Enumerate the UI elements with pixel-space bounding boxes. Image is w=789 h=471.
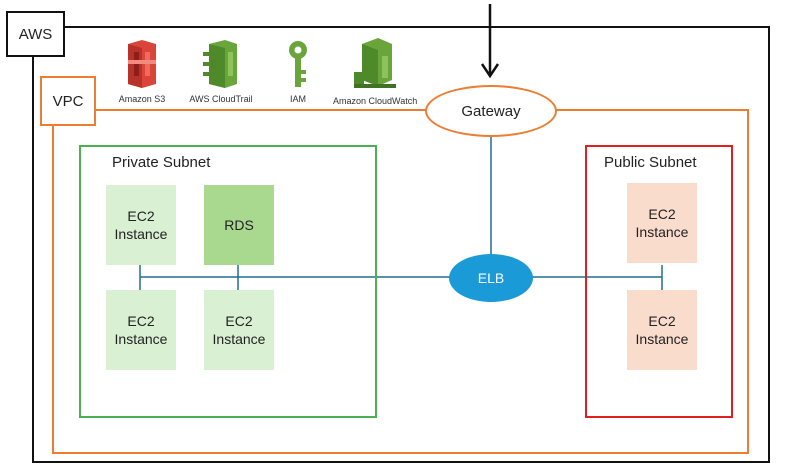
node-line2: Instance (212, 331, 266, 347)
node-line1: EC2 (648, 313, 676, 329)
service-label: AWS CloudTrail (189, 94, 253, 104)
aws-boundary (32, 26, 770, 463)
ec2-instance-node: EC2 Instance (627, 183, 697, 263)
service-cloudtrail: AWS CloudTrail (185, 38, 257, 108)
node-line2: Instance (635, 224, 689, 240)
amazon-cloudwatch-icon (354, 38, 396, 88)
node-line2: Instance (114, 331, 168, 347)
vpc-label-box: VPC (40, 76, 96, 126)
ec2-instance-node: EC2 Instance (106, 185, 176, 265)
public-subnet-title: Public Subnet (604, 154, 697, 171)
ec2-instance-node: EC2 Instance (106, 290, 176, 370)
private-subnet-title: Private Subnet (112, 154, 211, 171)
gateway-label: Gateway (461, 102, 521, 120)
service-s3: Amazon S3 (112, 38, 172, 108)
node-line1: EC2 (648, 206, 676, 222)
service-label: Amazon CloudWatch (333, 96, 418, 106)
service-label: IAM (289, 94, 306, 104)
node-line2: Instance (635, 331, 689, 347)
service-cloudwatch: Amazon CloudWatch (333, 36, 418, 108)
vpc-label: VPC (52, 92, 84, 110)
public-subnet (585, 145, 733, 418)
rds-node: RDS (204, 185, 274, 265)
incoming-arrow (480, 4, 500, 79)
node-line2: Instance (114, 226, 168, 242)
service-label: Amazon S3 (118, 94, 166, 104)
elb-label: ELB (477, 270, 505, 286)
service-iam: IAM (278, 40, 318, 108)
ec2-instance-node: EC2 Instance (204, 290, 274, 370)
ec2-instance-node: EC2 Instance (627, 290, 697, 370)
elb-node: ELB (449, 254, 533, 302)
aws-cloudtrail-icon (203, 40, 237, 88)
node-line1: EC2 (127, 313, 155, 329)
gateway-node: Gateway (425, 85, 557, 137)
node-line1: EC2 (225, 313, 253, 329)
iam-key-icon (289, 41, 307, 87)
aws-label-box: AWS (6, 11, 65, 57)
vpc-boundary (52, 109, 749, 454)
node-line1: RDS (224, 217, 254, 233)
private-subnet (79, 145, 377, 418)
aws-label: AWS (18, 25, 53, 43)
amazon-s3-icon (128, 40, 156, 88)
node-line1: EC2 (127, 208, 155, 224)
